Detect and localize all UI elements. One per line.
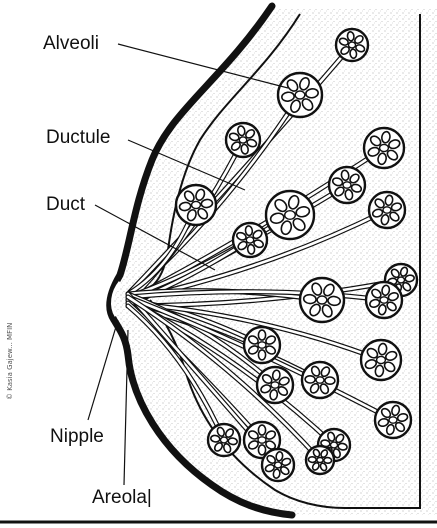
alveolus bbox=[331, 442, 338, 448]
lobule bbox=[208, 424, 240, 456]
alveolus bbox=[258, 445, 265, 455]
alveolus bbox=[179, 202, 191, 211]
alveolus bbox=[317, 458, 323, 463]
alveolus bbox=[246, 237, 253, 243]
lobule bbox=[262, 449, 294, 481]
lobule bbox=[226, 123, 260, 157]
alveolus bbox=[350, 49, 358, 59]
alveolus bbox=[308, 457, 316, 463]
alveolus bbox=[258, 342, 266, 348]
alveolus bbox=[398, 277, 405, 283]
illustration-credit: © Kasia Gajew... MFIN bbox=[6, 323, 14, 400]
lobule bbox=[375, 402, 411, 438]
alveolus bbox=[325, 377, 335, 385]
lobule bbox=[306, 446, 334, 474]
alveolus bbox=[239, 137, 246, 143]
alveolus bbox=[349, 42, 356, 48]
lobule bbox=[300, 278, 344, 322]
alveolus bbox=[377, 356, 386, 363]
alveolus bbox=[380, 297, 388, 303]
lobule bbox=[329, 167, 365, 203]
alveolus bbox=[258, 437, 266, 443]
alveolus bbox=[272, 370, 281, 381]
alveolus bbox=[245, 226, 253, 236]
alveolus bbox=[258, 425, 265, 435]
alveolus bbox=[273, 469, 281, 479]
alveolus bbox=[375, 365, 384, 377]
lobule bbox=[336, 29, 368, 61]
lobule bbox=[266, 191, 314, 239]
lobule bbox=[233, 223, 267, 257]
alveoli-label: Alveoli bbox=[43, 34, 99, 53]
ductule-label: Ductule bbox=[46, 128, 110, 147]
alveolus bbox=[210, 435, 220, 443]
alveolus bbox=[316, 377, 324, 383]
alveolus bbox=[275, 462, 282, 468]
alveolus bbox=[328, 296, 341, 306]
nipple-leader-line bbox=[88, 320, 118, 420]
alveolus bbox=[247, 244, 255, 254]
alveolus bbox=[405, 274, 415, 282]
alveolus bbox=[276, 451, 284, 461]
lobule bbox=[366, 282, 402, 318]
lobule bbox=[257, 367, 293, 403]
alveolus bbox=[201, 199, 213, 208]
alveolus bbox=[317, 296, 327, 304]
alveolus bbox=[221, 437, 228, 443]
lobule bbox=[369, 192, 405, 228]
alveolus bbox=[192, 201, 201, 208]
nipple-label: Nipple bbox=[50, 427, 104, 446]
alveolus bbox=[258, 350, 265, 360]
alveolus bbox=[258, 330, 265, 340]
lobule bbox=[278, 73, 322, 117]
lobule bbox=[302, 362, 338, 398]
alveolus bbox=[383, 207, 391, 213]
alveolus bbox=[378, 343, 387, 355]
alveolus bbox=[285, 211, 296, 220]
alveolus bbox=[380, 144, 389, 151]
lobule bbox=[364, 128, 404, 168]
lobule bbox=[244, 327, 280, 363]
alveolus bbox=[228, 438, 238, 446]
lobule bbox=[176, 185, 216, 225]
alveolus bbox=[343, 182, 351, 188]
alveolus bbox=[324, 457, 332, 463]
alveolus bbox=[305, 376, 315, 384]
alveolus bbox=[295, 91, 305, 99]
alveolus bbox=[347, 31, 355, 41]
alveolus bbox=[389, 417, 397, 423]
duct-label: Duct bbox=[46, 195, 85, 214]
lobule bbox=[361, 340, 401, 380]
alveolus bbox=[269, 389, 278, 400]
areola-label: Areola| bbox=[92, 488, 152, 507]
alveolus bbox=[303, 294, 316, 304]
alveolus bbox=[271, 382, 279, 388]
